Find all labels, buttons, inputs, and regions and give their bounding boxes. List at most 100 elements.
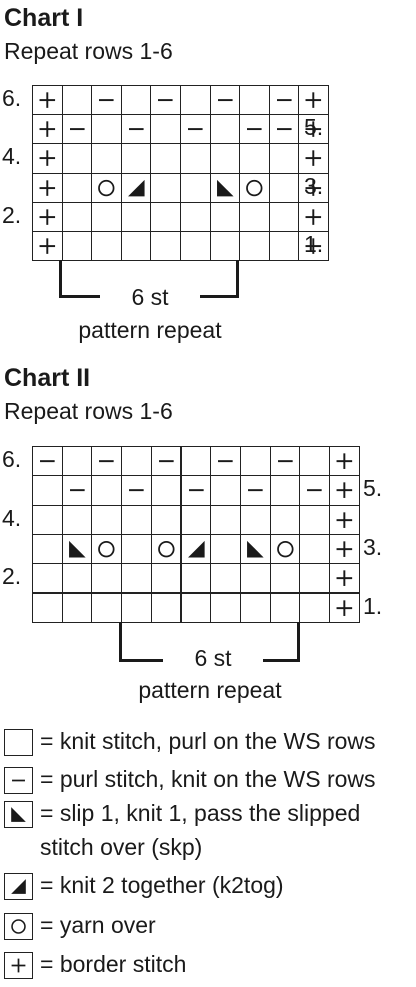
yarn-over-icon	[157, 540, 175, 558]
border-stitch-icon	[305, 238, 322, 254]
grid-cell	[91, 85, 122, 116]
grid-cell	[269, 533, 301, 565]
legend-text: = slip 1, knit 1, pass the slipped	[40, 800, 361, 826]
grid-cell	[329, 446, 360, 477]
grid-cell	[61, 446, 93, 477]
yarn-over-icon	[276, 540, 294, 558]
grid-cell	[32, 563, 63, 594]
grid-cell	[180, 85, 211, 116]
grid-cell	[121, 504, 152, 535]
grid-cell	[121, 446, 152, 477]
border-stitch-icon	[39, 92, 56, 108]
grid-cell	[180, 114, 211, 145]
legend-text: = knit stitch, purl on the WS rows	[40, 728, 376, 754]
grid-cell	[91, 504, 123, 535]
grid-cell	[329, 533, 360, 565]
grid-cell	[121, 475, 152, 506]
grid-cell	[61, 201, 93, 232]
grid-cell	[239, 85, 270, 116]
repeat-stitch-count: 6 st	[163, 645, 263, 671]
grid-cell	[239, 475, 271, 506]
grid-cell	[210, 533, 241, 565]
row-number: 5.	[363, 475, 383, 502]
grid-cell	[239, 533, 271, 565]
repeat-stitch-count: 6 st	[100, 284, 200, 310]
grid-cell	[239, 592, 271, 623]
grid-cell	[120, 231, 152, 262]
grid-cell	[210, 446, 241, 477]
row-number: 3.	[363, 533, 383, 560]
grid-cell	[32, 85, 63, 116]
grid-cell	[150, 592, 182, 623]
border-stitch-icon	[336, 511, 353, 528]
grid-cell	[209, 201, 241, 232]
border-stitch-icon	[305, 179, 322, 196]
grid-cell	[269, 475, 301, 506]
grid-cell	[239, 231, 270, 262]
row-number: 5.	[304, 114, 324, 141]
purl-stitch-icon	[69, 128, 85, 131]
grid-cell	[120, 85, 152, 116]
grid-cell	[268, 172, 300, 203]
k2tog-icon	[127, 179, 145, 196]
grid-cell	[120, 143, 152, 174]
grid-cell	[32, 143, 63, 174]
grid-cell	[329, 504, 360, 535]
purl-stitch-icon	[217, 99, 233, 102]
k2tog-icon	[187, 540, 205, 558]
grid-cell	[32, 475, 63, 506]
grid-cell	[61, 114, 93, 145]
grid-cell	[180, 504, 212, 535]
grid-cell	[268, 114, 300, 145]
grid-cell	[210, 592, 241, 623]
grid-cell	[61, 563, 93, 594]
grid-cell	[91, 446, 123, 477]
skp-icon	[68, 540, 86, 558]
purl-stitch-icon	[247, 128, 262, 131]
purl-stitch-icon	[158, 99, 173, 102]
grid-cell	[91, 114, 122, 145]
grid-cell	[91, 592, 123, 623]
grid-cell	[180, 172, 211, 203]
grid-cell	[32, 231, 63, 262]
purl-stitch-icon	[188, 489, 204, 492]
grid-cell	[32, 201, 63, 232]
purl-stitch-icon	[247, 489, 263, 492]
grid-cell	[121, 563, 152, 594]
yarn-over-icon	[98, 540, 115, 558]
grid-cell	[268, 201, 300, 232]
border-stitch-icon	[305, 121, 322, 138]
border-stitch-icon	[336, 599, 353, 616]
grid-cell	[209, 172, 241, 203]
border-stitch-icon	[336, 541, 353, 557]
grid-cell	[268, 85, 300, 116]
grid-cell	[298, 231, 329, 262]
purl-stitch-icon	[129, 489, 144, 492]
stitch-grid	[32, 85, 329, 262]
grid-cell	[61, 143, 93, 174]
purl-stitch-icon	[276, 99, 292, 102]
grid-cell	[298, 143, 329, 174]
border-stitch-icon	[305, 92, 322, 108]
grid-cell	[298, 201, 329, 232]
grid-cell	[180, 201, 211, 232]
grid-cell	[150, 475, 182, 506]
grid-cell	[299, 563, 330, 594]
yarn-over-icon	[98, 179, 115, 196]
grid-cell	[32, 533, 63, 565]
grid-cell	[150, 114, 181, 145]
grid-cell	[210, 563, 241, 594]
grid-cell	[61, 475, 93, 506]
row-number: 3.	[304, 172, 324, 199]
grid-cell	[180, 563, 212, 594]
border-stitch-icon	[305, 209, 322, 225]
k2tog-icon	[4, 873, 33, 900]
grid-cell	[299, 533, 330, 565]
grid-cell	[120, 172, 152, 203]
grid-cell	[299, 446, 330, 477]
purl-stitch-icon	[277, 460, 293, 463]
purl-stitch-icon	[40, 460, 55, 463]
grid-cell	[180, 475, 212, 506]
row-number: 1.	[363, 592, 383, 619]
row-number: 6.	[2, 85, 22, 111]
